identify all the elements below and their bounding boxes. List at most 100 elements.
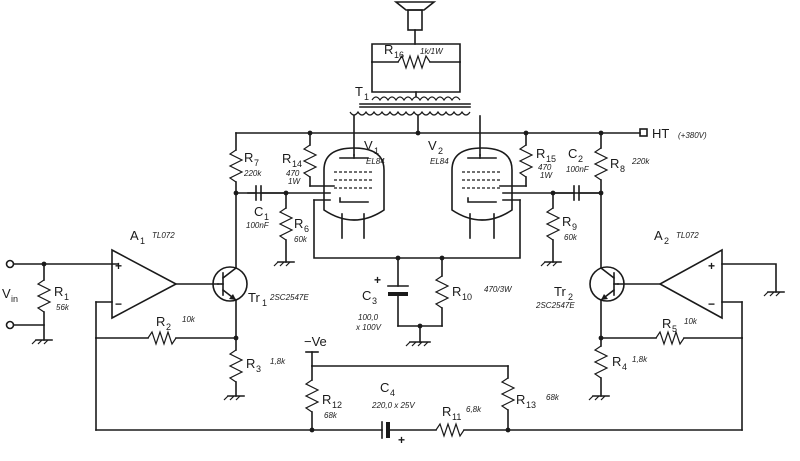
r14-value-ohms: 470 bbox=[286, 169, 300, 178]
resistor-r5: R 5 10k bbox=[600, 316, 743, 346]
r1-label: R bbox=[54, 284, 63, 299]
v1-label: V bbox=[364, 138, 373, 153]
r9-subscript: 9 bbox=[572, 222, 577, 232]
tr2-subscript: 2 bbox=[568, 292, 573, 302]
r12-value: 68k bbox=[324, 411, 338, 420]
c2-label: C bbox=[568, 146, 577, 161]
r6-subscript: 6 bbox=[304, 224, 309, 234]
transistor-tr1: Tr 1 2SC2547E bbox=[212, 266, 309, 308]
tr1-label: Tr bbox=[248, 290, 260, 305]
c4-plus: + bbox=[398, 433, 405, 447]
resistor-r12: R 12 68k bbox=[304, 365, 342, 431]
r16-value: 1k/1W bbox=[420, 47, 444, 56]
a1-subscript: 1 bbox=[140, 236, 145, 246]
capacitor-c1: C 1 100nF bbox=[235, 185, 287, 230]
r15-value-ohms: 470 bbox=[538, 163, 552, 172]
r9-value: 60k bbox=[564, 233, 578, 242]
c4-label: C bbox=[380, 380, 389, 395]
a2-subscript: 2 bbox=[664, 236, 669, 246]
r12-label: R bbox=[322, 392, 331, 407]
r11-value: 6,8k bbox=[466, 405, 482, 414]
r2-value: 10k bbox=[182, 315, 196, 324]
a1-part: TL072 bbox=[152, 231, 175, 240]
neg-rail-label: −Ve bbox=[304, 334, 327, 349]
r13-value: 68k bbox=[546, 393, 560, 402]
tr2-part: 2SC2547E bbox=[535, 301, 575, 310]
a1-label: A bbox=[130, 228, 139, 243]
r14-value-watts: 1W bbox=[288, 177, 301, 186]
r14-subscript: 14 bbox=[292, 159, 302, 169]
c1-label: C bbox=[254, 204, 263, 219]
tr1-subscript: 1 bbox=[262, 298, 267, 308]
a2-plus: + bbox=[708, 259, 715, 273]
r5-subscript: 5 bbox=[672, 324, 677, 334]
input-terminals: V in bbox=[2, 259, 119, 330]
resistor-r4: R 4 1,8k bbox=[588, 345, 648, 401]
transformer-t1: T 1 bbox=[349, 84, 471, 116]
valve-v2: V 2 EL84 bbox=[428, 138, 513, 239]
c2-subscript: 2 bbox=[578, 154, 583, 164]
a2-part: TL072 bbox=[676, 231, 699, 240]
v1-subscript: 1 bbox=[374, 146, 379, 156]
resistor-r15: R 15 470 1W bbox=[499, 132, 556, 187]
resistor-r6: R 6 60k bbox=[273, 192, 309, 267]
ht-terminal bbox=[639, 128, 648, 137]
ht-label: HT bbox=[652, 126, 669, 141]
resistor-r1: R 1 56k bbox=[31, 263, 70, 345]
r1-value: 56k bbox=[56, 303, 70, 312]
c2-value: 100nF bbox=[566, 165, 590, 174]
r3-subscript: 3 bbox=[256, 364, 261, 374]
resistor-r14: R 14 470 1W bbox=[282, 132, 335, 187]
resistor-r8: R 8 220k bbox=[593, 132, 650, 269]
c1-value: 100nF bbox=[246, 221, 270, 230]
a2-label: A bbox=[654, 228, 663, 243]
ht-value: (+380V) bbox=[678, 131, 707, 140]
c4-subscript: 4 bbox=[390, 388, 395, 398]
r10-label: R bbox=[452, 284, 461, 299]
resistor-r2: R 2 10k bbox=[95, 314, 237, 346]
vin-subscript: in bbox=[11, 294, 18, 304]
r6-label: R bbox=[294, 216, 303, 231]
resistor-r7: R 7 220k bbox=[228, 132, 262, 269]
r16-label: R bbox=[384, 42, 393, 57]
r10-value: 470/3W bbox=[484, 285, 513, 294]
r6-value: 60k bbox=[294, 235, 308, 244]
c3-value-cap: 100,0 bbox=[358, 313, 379, 322]
r4-value: 1,8k bbox=[632, 355, 648, 364]
r8-subscript: 8 bbox=[620, 164, 625, 174]
speaker-icon bbox=[393, 1, 437, 45]
a1-minus: − bbox=[115, 297, 122, 311]
resistor-r9: R 9 60k bbox=[540, 192, 578, 267]
r4-label: R bbox=[612, 354, 621, 369]
r2-subscript: 2 bbox=[166, 322, 171, 332]
c3-plus: + bbox=[374, 273, 381, 287]
t1-subscript: 1 bbox=[364, 92, 369, 102]
v1-part: EL84 bbox=[366, 157, 385, 166]
t1-label: T bbox=[355, 84, 363, 99]
r9-label: R bbox=[562, 214, 571, 229]
resistor-r10: R 10 470/3W bbox=[434, 257, 513, 327]
r5-value: 10k bbox=[684, 317, 698, 326]
r13-subscript: 13 bbox=[526, 400, 536, 410]
a2-minus: − bbox=[708, 297, 715, 311]
r15-label: R bbox=[536, 146, 545, 161]
ground-symbol-a2 bbox=[763, 291, 785, 297]
resistor-r11: R 11 6,8k bbox=[435, 404, 743, 438]
tr1-part: 2SC2547E bbox=[269, 293, 309, 302]
opamp-a2: + − A 2 TL072 bbox=[654, 228, 723, 320]
r15-value-watts: 1W bbox=[540, 171, 553, 180]
r8-label: R bbox=[610, 156, 619, 171]
r7-label: R bbox=[244, 150, 253, 165]
transistor-tr2: Tr 2 2SC2547E bbox=[535, 266, 625, 310]
r8-value: 220k bbox=[631, 157, 650, 166]
capacitor-c3: + C 3 100,0 x 100V bbox=[355, 257, 409, 332]
r15-subscript: 15 bbox=[546, 154, 556, 164]
c3-label: C bbox=[362, 288, 371, 303]
resistor-r13: R 13 68k bbox=[500, 365, 560, 431]
resistor-r16: R 16 1k/1W bbox=[371, 42, 461, 97]
r16-subscript: 16 bbox=[394, 50, 404, 60]
r11-subscript: 11 bbox=[452, 412, 461, 422]
c3-value-volt: x 100V bbox=[355, 323, 382, 332]
input-terminal-ground bbox=[5, 320, 15, 330]
